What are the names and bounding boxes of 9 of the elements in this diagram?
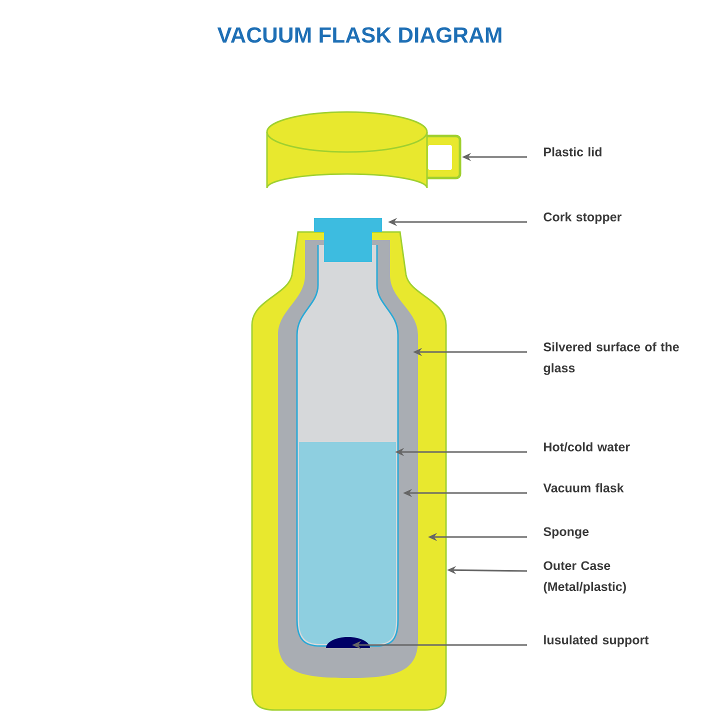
part-label: Plastic lid — [544, 147, 602, 156]
part-label: Outer Case (Metal/plastic) — [544, 561, 626, 594]
part-label: Vacuum flask — [543, 483, 624, 492]
part-label: Silvered surface of the glass — [544, 342, 679, 375]
part-label: Hot/cold water — [544, 442, 630, 452]
part-label: Cork stopper — [544, 212, 622, 224]
diagram-title: VACUUM FLASK DIAGRAM — [217, 27, 502, 43]
part-label: Sponge — [544, 527, 589, 539]
part-label: lusulated support — [544, 635, 649, 647]
